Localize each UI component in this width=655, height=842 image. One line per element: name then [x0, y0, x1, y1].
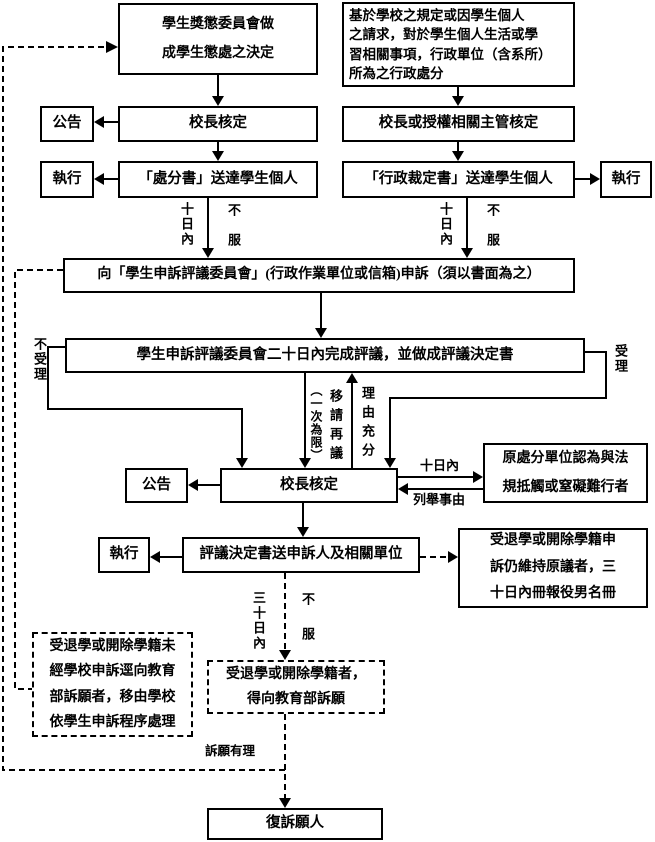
connector-accept-path — [389, 351, 607, 459]
arrow-left-into-announce1 — [94, 116, 104, 128]
arrow-left-into-announce2 — [188, 479, 198, 491]
arrow-down-accept-into-principal3 — [384, 458, 396, 468]
moe-petition-box: 受退學或開除學籍者， 得向教育部訴願 — [207, 660, 385, 714]
arrow-down-into-filing-right — [461, 248, 473, 258]
military-roster-box: 受退學或開除學籍申 訴仍維持原議者，三 十日內冊報役男名冊 — [458, 528, 648, 608]
principal-approval-box-1: 校長核定 — [118, 106, 318, 142]
arrow-up-reason-into-review — [346, 373, 358, 383]
arrow-left-into-exec1 — [94, 173, 104, 185]
decision-delivery-box: 評議決定書送申訴人及相關單位 — [182, 537, 420, 573]
principal-or-supervisor-approval-box: 校長或授權相關主管核定 — [342, 106, 575, 142]
label-once-only: （一次為限） — [309, 384, 323, 462]
connector-petition-feedback-dashed — [2, 46, 285, 771]
announcement-box-1: 公告 — [40, 106, 94, 142]
label-dissent-left: 不服 — [226, 203, 241, 263]
arrow-down-into-decision — [297, 527, 309, 537]
label-petition-justified: 訴願有理 — [205, 744, 256, 758]
arrow-down-reject-into-principal3 — [236, 458, 248, 468]
arrow-down-reconsider-into-principal3 — [299, 458, 311, 468]
arrow-down-into-principal2 — [452, 96, 464, 106]
arrow-left-into-exec3 — [150, 551, 160, 563]
label-list-reasons: 列舉事由 — [413, 492, 466, 507]
label-ten-days-mid: 十日內 — [420, 458, 460, 473]
label-sufficient-reason: 理由充分 — [360, 386, 375, 462]
label-accepted: 受理 — [613, 344, 628, 374]
arrow-down-into-filing-left — [202, 248, 214, 258]
admin-ruling-notice-box: 「行政裁定書」送達學生個人 — [342, 161, 575, 198]
arrow-right-into-exec2 — [590, 173, 600, 185]
arrow-right-into-military — [448, 551, 458, 563]
arrow-left-into-principal3 — [398, 483, 408, 495]
announcement-box-2: 公告 — [125, 468, 188, 503]
label-dissent-bottom: 不服 — [300, 592, 315, 662]
execution-box-3: 執行 — [98, 537, 150, 573]
connector-transfer-back-dashed — [14, 269, 63, 690]
arrow-right-into-originalunit — [473, 471, 483, 483]
reply-appellant-box: 復訴願人 — [207, 808, 383, 840]
label-ten-days-right: 十日內 — [438, 202, 453, 247]
label-thirty-days: 三十日內 — [251, 591, 266, 651]
arrow-down-into-sanction — [212, 151, 224, 161]
arrow-right-into-committee — [106, 41, 118, 53]
appeal-review-box: 學生申訴評議委員會二十日內完成評議，並做成評議決定書 — [65, 338, 585, 373]
arrow-down-into-reply — [279, 798, 291, 808]
label-not-accepted: 不受理 — [32, 337, 47, 382]
label-ten-days-left: 十日內 — [179, 202, 194, 247]
admin-disposition-basis-box: 基於學校之規定或因學生個人 之請求，對於學生個人生活或學 習相關事項，行政單位（… — [342, 2, 575, 87]
transfer-back-box: 受退學或開除學籍未 經學校申訴逕向教育 部訴願者，移由學校 依學生申訴程序處理 — [32, 632, 193, 737]
discipline-committee-box: 學生獎懲委員會做 成學生懲處之決定 — [118, 3, 318, 75]
arrow-down-into-principal1 — [212, 96, 224, 106]
arrow-down-into-ruling — [452, 151, 464, 161]
label-reconsideration: 移請再議 — [328, 389, 343, 465]
execution-box-2: 執行 — [600, 161, 652, 198]
principal-approval-box-2: 校長核定 — [220, 468, 398, 503]
original-unit-objection-box: 原處分單位認為與法 規抵觸或窒礙難行者 — [483, 443, 648, 503]
label-dissent-right: 不服 — [485, 203, 500, 263]
sanction-notice-box: 「處分書」送達學生個人 — [118, 161, 318, 198]
arrow-down-into-review — [315, 328, 327, 338]
appeal-filing-box: 向「學生申訴評議委員會」(行政作業單位或信箱)申訴（須以書面為之） — [63, 258, 575, 293]
connector-reject-path — [47, 346, 243, 459]
execution-box-1: 執行 — [40, 161, 94, 198]
arrow-down-into-moe — [279, 650, 291, 660]
